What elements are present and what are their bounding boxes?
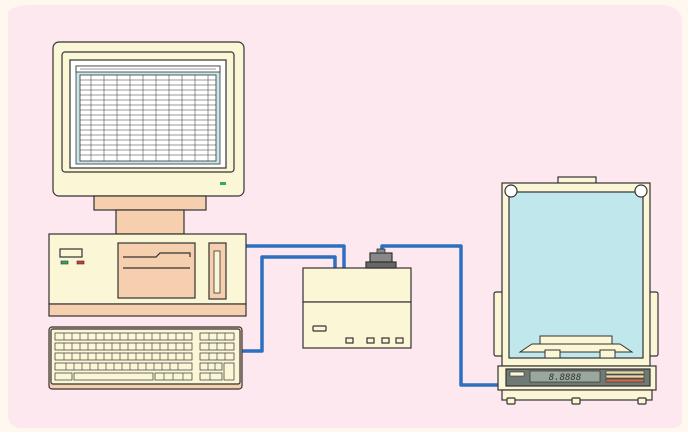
monitor-stand-base [93,195,207,211]
system-unit-base [48,303,247,317]
balance-foot-left [506,397,516,405]
interface-slot [312,325,327,332]
spreadsheet-window [75,65,221,165]
weighing-pan [518,335,634,359]
system-led-red [76,260,85,265]
monitor-power-led [220,182,226,185]
system-unit [48,233,247,317]
analytical-balance: 8.8888 [493,176,659,405]
balance-corner-knob-right [634,184,648,198]
interface-connector [365,248,397,269]
interface-box-front [302,301,412,349]
monitor [52,41,245,197]
balance-key-cluster [605,370,645,383]
system-display-slot [59,248,83,258]
balance-key-left [509,371,525,377]
system-led-green [60,260,69,265]
balance-display [529,370,601,383]
monitor-stand-neck [115,209,185,235]
interface-button-2 [366,337,375,344]
balance-corner-knob-left [504,184,518,198]
drive-bay-slot-upper [123,252,191,258]
interface-button-4 [395,337,404,344]
keyboard-keys [54,332,235,381]
interface-box [302,248,412,349]
balance-glass [508,191,644,359]
drive-bay [117,242,196,299]
computer [48,41,247,390]
cable-keyboard-to-interface [242,255,337,353]
balance-foot-right [637,397,647,405]
spreadsheet-grid [80,75,216,161]
cable-computer-to-interface [246,244,346,268]
interface-button-1 [345,337,354,344]
side-drive-slot [213,250,221,294]
balance-display-digits: 8.8888 [549,373,582,383]
keyboard-key-dividers [63,333,226,380]
interface-button-3 [381,337,390,344]
interface-box-top [302,267,412,303]
keyboard [48,326,243,390]
balance-foot-middle [571,397,581,405]
